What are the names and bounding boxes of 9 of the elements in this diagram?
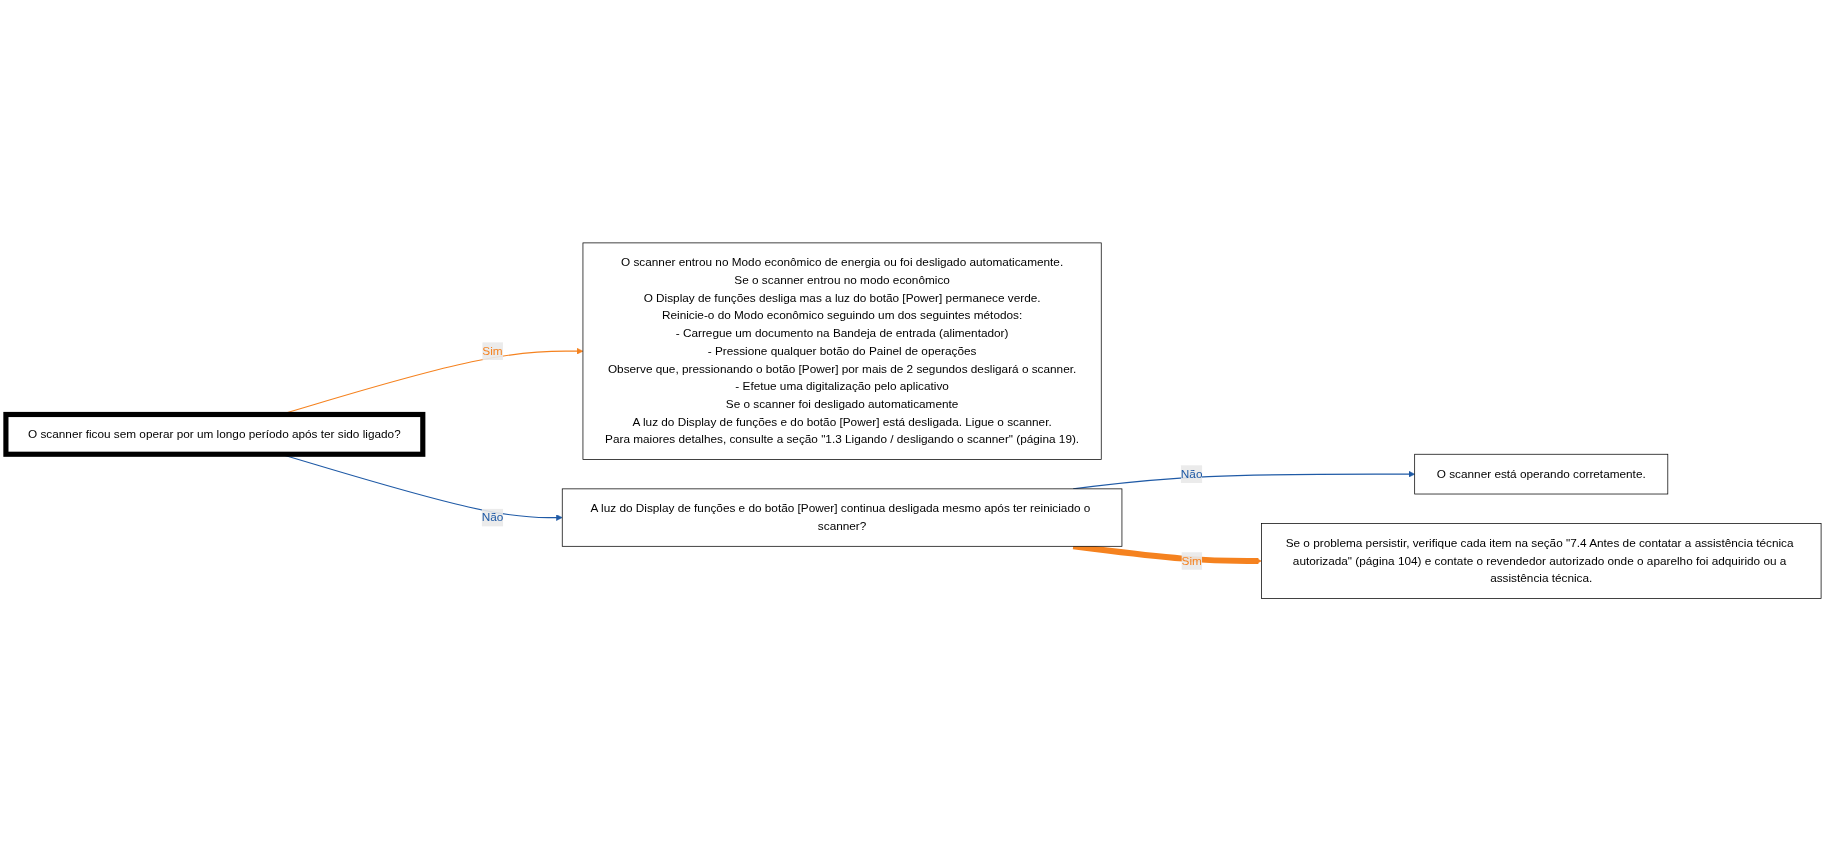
edge-label: Sim [1181, 554, 1202, 567]
node-box: Se o problema persistir, verifique cada item na seção "7.4 Antes de contatar a assistência técnica autorizada" (página 104) e contate o revendedor autorizado onde o aparelho foi adquirido ou a assistência técnica. [1261, 522, 1822, 599]
node-box: O scanner ficou sem operar por um longo período após ter sido ligado? [3, 411, 426, 457]
edge-label: Não [481, 510, 504, 524]
node-box: O scanner entrou no Modo econômico de energia ou foi desligado automaticamente. Se o scanner entrou no modo econômico O Display de funções desliga mas a luz do botão [Power] permanece verde. Reinicie-o do Modo econômico seguindo um dos seguintes métodos: - Carregue um documento na Bandeja de entrada (alimentador) - Pressione qualquer botão do Painel de operações Observe que, pressionando o botão [Power] por mais de 2 segundos desligará o scanner. - Efetue uma digitalização pelo aplicativo Se o scanner foi desligado automaticamente A luz do Display de funções e do botão [Power] está desligada. Ligue o scanner. Para maiores detalhes, consulte a seção "1.3 Ligando / desligando o scanner" (página 19). [582, 242, 1102, 460]
edge-label: Sim [482, 344, 503, 357]
node-box: A luz do Display de funções e do botão [Power] continua desligada mesmo após ter reiniciado o scanner? [561, 488, 1123, 547]
edge-label: Não [1180, 467, 1203, 480]
node-box: O scanner está operando corretamente. [1414, 453, 1669, 495]
